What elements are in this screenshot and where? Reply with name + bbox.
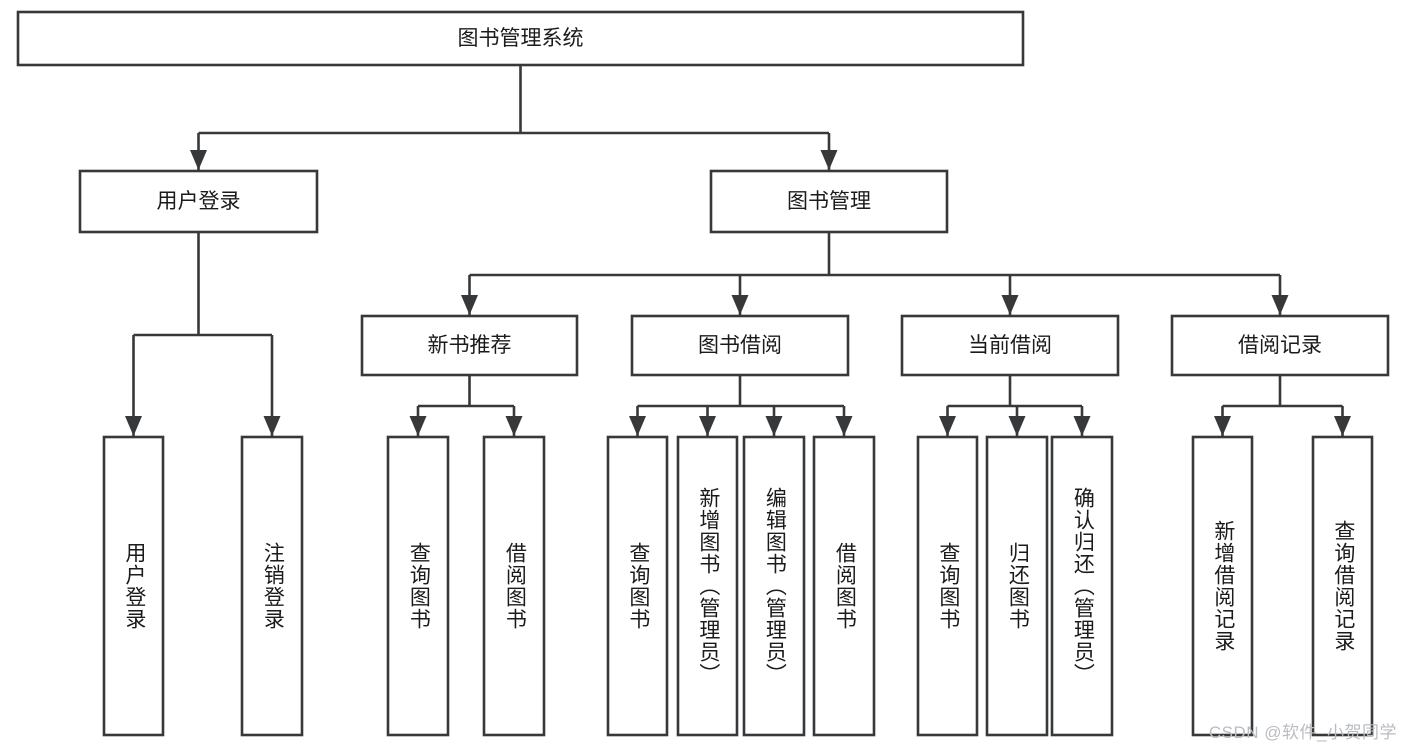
csdn-watermark: CSDN @软件_小贺同学 [1208,723,1397,742]
node-label-n-borrow-record: 借阅记录 [1238,334,1322,357]
arrow-head-icon [409,416,427,436]
node-label-n-new-book-rec: 新书推荐 [428,334,512,357]
node-label-n-user-login: 用户登录 [157,190,241,213]
node-box-n-book-manage[interactable] [709,169,949,234]
node-box-l-bb-borrow[interactable] [812,435,876,737]
arrow-head-icon [1008,416,1026,436]
arrow-head-icon [1073,416,1091,436]
arrow-head-icon [731,295,749,315]
node-box-n-user-login[interactable] [78,169,319,234]
arrow-head-icon [835,416,853,436]
arrow-head-icon [190,150,207,170]
arrow-head-icon [461,295,478,315]
node-label-n-book-borrow: 图书借阅 [698,334,782,357]
arrow-head-icon [263,416,281,436]
arrow-head-icon [1334,416,1351,436]
node-box-n-current-borrow[interactable] [900,314,1120,377]
nodes-layer [16,10,1390,737]
arrow-head-icon [125,416,142,436]
arrow-head-icon [1001,295,1019,315]
arrow-head-icon [699,416,716,436]
edges-layer [125,65,1351,436]
node-label-n-book-manage: 图书管理 [787,190,871,213]
node-box-l-nb-query[interactable] [386,435,450,737]
node-box-l-br-add[interactable] [1191,435,1254,737]
arrow-head-icon [765,416,783,436]
node-box-n-new-book-rec[interactable] [360,314,579,377]
arrow-head-icon [1214,416,1231,436]
node-box-l-cb-return[interactable] [985,435,1049,737]
node-box-l-cb-query[interactable] [916,435,979,737]
node-box-l-bb-query[interactable] [606,435,669,737]
node-box-l-cb-confirm[interactable] [1050,435,1114,737]
node-box-l-user-logout[interactable] [240,435,304,737]
node-box-l-br-query[interactable] [1311,435,1374,737]
arrow-head-icon [1271,295,1289,315]
node-box-l-bb-edit[interactable] [742,435,806,737]
node-box-root[interactable] [16,10,1025,67]
node-label-root: 图书管理系统 [458,27,584,50]
arrow-head-icon [939,416,956,436]
arrow-head-icon [629,416,646,436]
arrow-head-icon [505,416,523,436]
node-box-l-nb-borrow[interactable] [482,435,546,737]
node-box-n-borrow-record[interactable] [1170,314,1390,377]
node-box-l-user-login[interactable] [102,435,165,737]
node-box-l-bb-add[interactable] [676,435,739,737]
arrow-head-icon [820,150,838,170]
node-label-n-current-borrow: 当前借阅 [968,334,1052,357]
node-box-n-book-borrow[interactable] [630,314,850,377]
